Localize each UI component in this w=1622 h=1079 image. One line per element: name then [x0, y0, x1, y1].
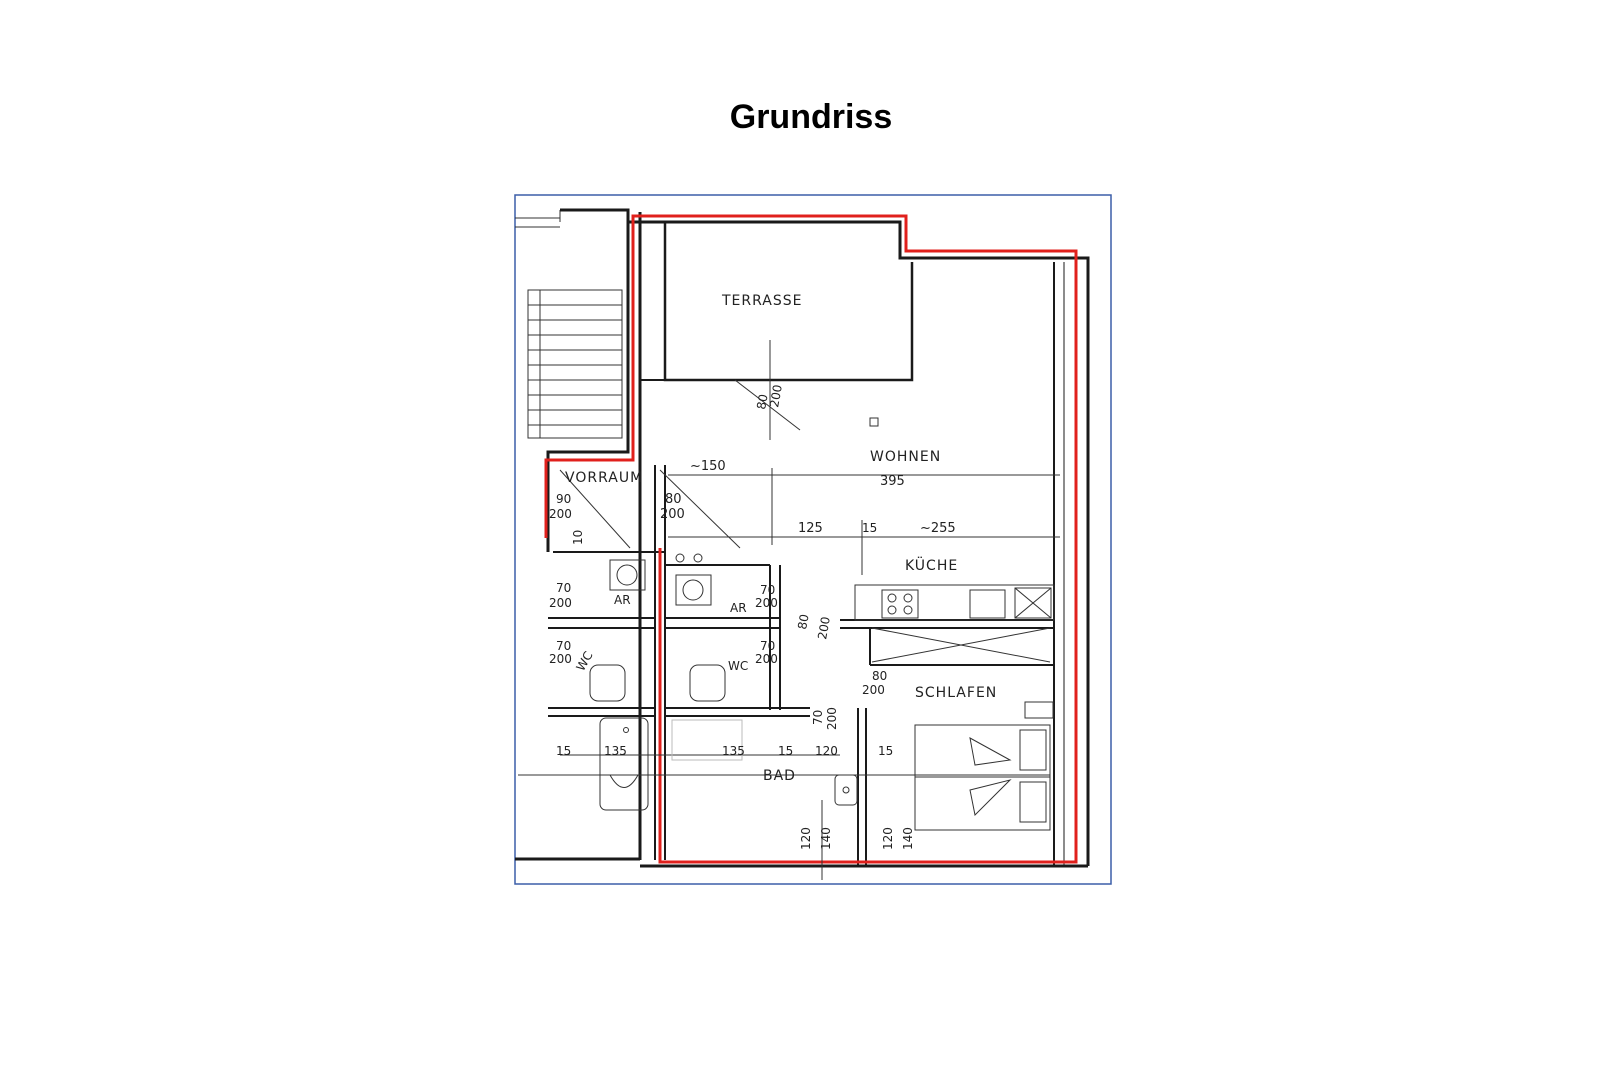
room-label-ar-left: AR	[614, 593, 631, 607]
dim-label: 200	[549, 507, 572, 521]
dim-label: 70	[556, 639, 571, 653]
dim-label: 135	[604, 744, 627, 758]
dim-label: 135	[722, 744, 745, 758]
dim-label: 70	[760, 583, 775, 597]
dim-label: 15	[862, 521, 877, 535]
dim-label: ~255	[920, 521, 956, 536]
dim-label: 80	[754, 393, 770, 410]
dimension-lines	[518, 340, 1060, 880]
dim-label: 140	[819, 827, 833, 850]
dim-label: 200	[549, 652, 572, 666]
dim-label: 200	[755, 596, 778, 610]
dim-label: 80	[872, 669, 887, 683]
dim-label: 70	[811, 710, 825, 725]
room-label-wohnen: WOHNEN	[870, 449, 941, 465]
room-label-kueche: KÜCHE	[905, 556, 958, 574]
room-labels: TERRASSE WOHNEN KÜCHE VORRAUM SCHLAFEN B…	[565, 293, 997, 784]
stairs	[515, 210, 623, 439]
dim-label: 200	[549, 596, 572, 610]
room-label-wc-left: WC	[573, 649, 595, 674]
dim-label: 15	[556, 744, 571, 758]
dim-label: 15	[878, 744, 893, 758]
dim-label: 80	[665, 492, 682, 507]
dim-label: 120	[815, 744, 838, 758]
room-label-vorraum: VORRAUM	[565, 470, 643, 486]
room-label-bad: BAD	[763, 768, 796, 784]
dim-label: 200	[862, 683, 885, 697]
bed	[914, 701, 1054, 831]
interior-walls	[548, 465, 1054, 866]
dim-label: ~150	[690, 459, 726, 474]
dim-label: 70	[556, 581, 571, 595]
plan-frame	[514, 194, 1112, 885]
dim-label: 200	[767, 384, 785, 409]
dim-label: 15	[778, 744, 793, 758]
dim-label: 125	[798, 521, 823, 536]
dim-label: 90	[556, 492, 571, 506]
dim-label: 395	[880, 474, 905, 489]
room-label-schlafen: SCHLAFEN	[915, 685, 997, 701]
dim-label: 200	[660, 507, 685, 522]
dim-label: 200	[755, 652, 778, 666]
dim-label: 120	[881, 827, 895, 850]
room-label-ar-right: AR	[730, 601, 747, 615]
apartment-outline	[544, 214, 1078, 864]
dim-label: 120	[799, 827, 813, 850]
dimension-labels: 80 200 ~150 395 125 15 ~255 90 200 80 20…	[549, 384, 956, 850]
dim-label: 140	[901, 827, 915, 850]
walls	[515, 208, 1090, 868]
page-title: Grundriss	[729, 98, 893, 136]
room-label-terrasse: TERRASSE	[721, 293, 802, 309]
bath-fixtures	[589, 417, 879, 811]
dim-label: 200	[815, 616, 833, 641]
room-label-wc-right: WC	[728, 659, 748, 673]
kitchen-counter	[854, 584, 1055, 663]
dim-label: 70	[760, 639, 775, 653]
dim-label: 80	[795, 613, 811, 630]
dim-label: 200	[825, 707, 839, 730]
dim-label: 10	[571, 530, 585, 545]
